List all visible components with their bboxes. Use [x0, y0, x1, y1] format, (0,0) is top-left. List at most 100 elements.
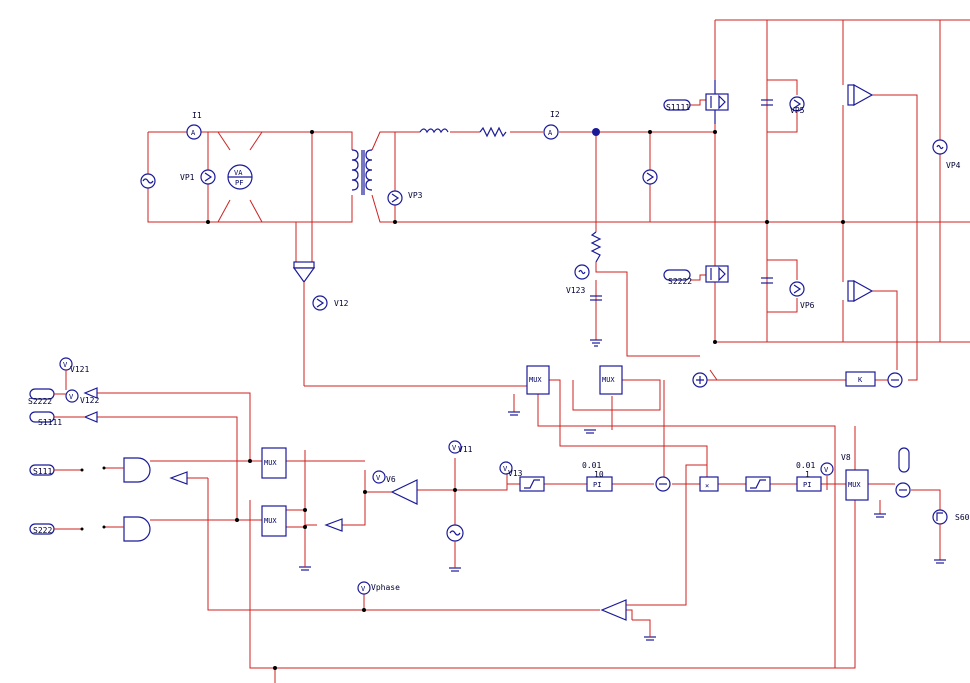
voltmeter-vp1-arrow: [204, 172, 213, 182]
signal-label-3-text: S111: [33, 467, 52, 476]
probe-v6-glyph: V: [376, 474, 381, 482]
label-i1: I1: [192, 111, 202, 120]
label-vp3: VP3: [408, 191, 423, 200]
diff-sensor-upper-icon[interactable]: [847, 83, 874, 107]
pf-meter-va-text: VA: [234, 169, 243, 177]
multiplier-glyph: ×: [705, 482, 709, 490]
ammeter-i2-icon[interactable]: [543, 124, 559, 140]
probe-v8-glyph: V: [824, 466, 829, 474]
signal-label-s60-top[interactable]: [898, 447, 910, 473]
label-v13: V13: [508, 469, 523, 478]
pf-meter-pf-text: PF: [235, 179, 243, 187]
igbt-upper-icon[interactable]: [705, 80, 729, 124]
pi-2-time-constant: 1: [805, 470, 810, 479]
pi-1-gain: 0.01: [582, 461, 601, 470]
gate-signal-upper-icon[interactable]: [663, 99, 691, 111]
label-vphase: Vphase: [371, 583, 400, 592]
control-wires: [97, 369, 941, 683]
pi-controller-1[interactable]: [586, 476, 613, 492]
comparator-vphase-icon[interactable]: [600, 599, 627, 621]
dc-capacitor-upper-icon[interactable]: [761, 99, 773, 106]
inverter-gate-1-icon[interactable]: [169, 471, 188, 485]
label-vp4: VP4: [946, 161, 961, 170]
comparator-v6-icon[interactable]: [390, 479, 418, 505]
buffer-2-icon[interactable]: [83, 411, 98, 423]
sine-symbol-icon: [142, 178, 154, 184]
mux-4-text: MUX: [264, 517, 277, 525]
gate-label-upper: S1111: [666, 103, 690, 112]
multiplier-block[interactable]: [699, 476, 719, 492]
signal-label-1-text: S2222: [28, 397, 52, 406]
voltmeter-vp3-icon[interactable]: [387, 190, 403, 206]
pi-2-text: PI: [803, 481, 811, 489]
voltage-probe-v13-icon[interactable]: [499, 461, 513, 475]
pi-2-gain: 0.01: [796, 461, 815, 470]
mux-block-1[interactable]: [526, 365, 550, 395]
buffer-1-icon[interactable]: [83, 387, 98, 399]
power-stage-wires: [147, 19, 970, 381]
dc-capacitor-lower-icon[interactable]: [761, 277, 773, 284]
ammeter-i1-glyph: A: [191, 129, 196, 137]
inductor-icon[interactable]: [419, 128, 449, 134]
label-v6: V6: [386, 475, 396, 484]
mux-block-3[interactable]: [261, 447, 287, 479]
signal-label-2-text: S1111: [38, 418, 62, 427]
voltmeter-vp5-icon[interactable]: [789, 96, 805, 112]
gain-k-block[interactable]: [845, 371, 876, 387]
and-gate-1-icon[interactable]: [123, 457, 151, 483]
output-s60-icon[interactable]: [932, 509, 948, 525]
inverter-gate-2-icon[interactable]: [324, 518, 343, 532]
label-vp6: VP6: [800, 301, 815, 310]
voltage-probe-vphase-icon[interactable]: [357, 581, 371, 595]
voltmeter-vp1-icon[interactable]: [200, 169, 216, 185]
probe-v13-glyph: V: [503, 465, 508, 473]
diff-sensor-lower-icon[interactable]: [847, 279, 874, 303]
ground-symbols: [299, 394, 886, 641]
label-v8: V8: [841, 453, 851, 462]
voltage-probe-v6-icon[interactable]: [372, 470, 386, 484]
label-v121: V121: [70, 365, 89, 374]
mux-5-text: MUX: [848, 481, 861, 489]
resistor-icon[interactable]: [479, 126, 507, 138]
pi-controller-2[interactable]: [796, 476, 822, 492]
summing-junction-1-sign: [696, 376, 704, 384]
mux-block-2[interactable]: [599, 365, 623, 395]
gain-k-text: K: [858, 376, 863, 384]
label-v12: V12: [334, 299, 349, 308]
and-gate-2-icon[interactable]: [123, 516, 151, 542]
voltage-probe-v11-icon[interactable]: [448, 440, 462, 454]
ammeter-i2-glyph: A: [548, 129, 553, 137]
igbt-lower-icon[interactable]: [705, 265, 729, 283]
voltmeter-line-icon[interactable]: [642, 169, 658, 185]
voltage-probe-v122-icon[interactable]: [65, 389, 79, 403]
mux-block-4[interactable]: [261, 505, 287, 537]
node-junction-icon: [592, 128, 600, 136]
label-vp5: VP5: [790, 106, 805, 115]
mux-3-text: MUX: [264, 459, 277, 467]
ammeter-i1-icon[interactable]: [186, 124, 202, 140]
voltage-probe-v8-icon[interactable]: [820, 462, 834, 476]
pi-1-time-constant: 10: [594, 470, 604, 479]
shunt-resistor-icon[interactable]: [590, 231, 602, 263]
gate-label-lower: S2222: [668, 277, 692, 286]
label-v122: V122: [80, 396, 99, 405]
mux-block-5[interactable]: [845, 469, 869, 501]
probe-v11-glyph: V: [452, 444, 457, 452]
pi-1-text: PI: [593, 481, 601, 489]
gate-signal-lower-icon[interactable]: [663, 269, 691, 281]
diff-sensor-v12-icon[interactable]: [292, 261, 316, 284]
probe-vphase-glyph: V: [361, 585, 366, 593]
mux-2-text: MUX: [602, 376, 615, 384]
signal-label-4-text: S222: [33, 526, 52, 535]
voltmeter-vp6-icon[interactable]: [789, 281, 805, 297]
junction-dots: [80, 130, 845, 670]
label-v11: V11: [458, 445, 473, 454]
label-i2: I2: [550, 110, 560, 119]
voltmeter-v12-icon[interactable]: [312, 295, 328, 311]
label-vp1: VP1: [180, 173, 195, 182]
probe-v121-glyph: V: [63, 361, 68, 369]
mux-1-text: MUX: [529, 376, 542, 384]
transformer-icon[interactable]: [351, 149, 373, 195]
